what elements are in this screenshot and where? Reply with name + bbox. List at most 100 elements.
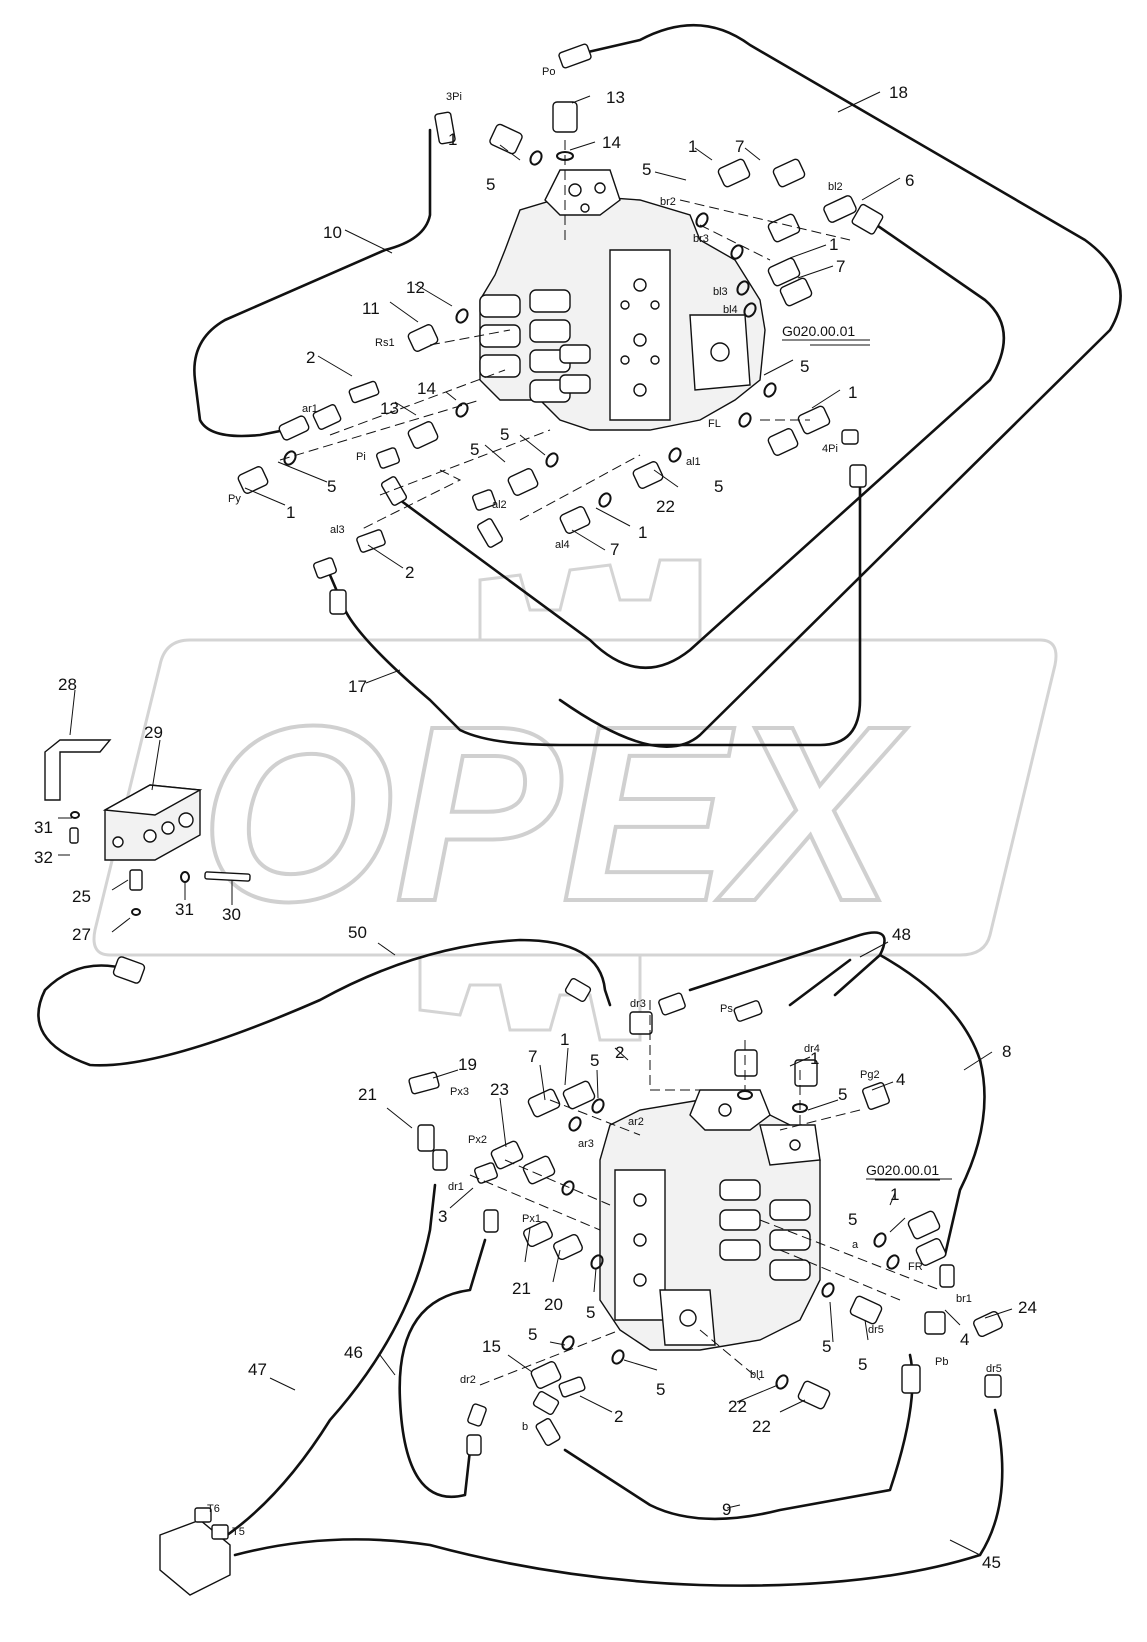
port-label: al4 <box>555 539 570 551</box>
callout-5: 1 <box>638 523 647 542</box>
port-label: al2 <box>492 499 507 511</box>
callout-22: 22 <box>752 1417 771 1436</box>
port-label: Py <box>228 493 241 505</box>
hose-48b <box>788 958 852 1007</box>
hose-8 <box>878 953 986 1257</box>
port-label: dr1 <box>448 1181 464 1193</box>
center-lines <box>279 140 941 1386</box>
port-label: 3Pi <box>446 91 462 103</box>
lower-fittings <box>159 977 1003 1596</box>
callout-7: 7 <box>528 1047 537 1066</box>
callout-14: 14 <box>602 133 621 152</box>
port-label: a <box>852 1239 859 1251</box>
callout-32: 32 <box>34 848 53 867</box>
hose-9 <box>563 1353 914 1521</box>
callout-5: 5 <box>848 1210 857 1229</box>
callout-48: 48 <box>892 925 911 944</box>
callout-5: 5 <box>714 477 723 496</box>
callout-7: 7 <box>610 540 619 559</box>
lower-valve-reference: G020.00.01 <box>866 1162 939 1178</box>
callout-12: 12 <box>406 278 425 297</box>
callout-14: 14 <box>417 379 436 398</box>
port-label: Pg2 <box>860 1069 880 1081</box>
callout-17: 17 <box>348 677 367 696</box>
callout-4: 4 <box>896 1070 905 1089</box>
hose-46 <box>398 1238 487 1498</box>
upper-valve-reference: G020.00.01 <box>782 323 855 339</box>
callout-5: 5 <box>656 1380 665 1399</box>
callout-4: 4 <box>960 1330 969 1349</box>
callout-5: 5 <box>528 1325 537 1344</box>
port-label: br3 <box>693 233 709 245</box>
port-label: Pb <box>935 1356 948 1368</box>
hose-50 <box>37 938 612 1067</box>
callout-21: 21 <box>358 1085 377 1104</box>
callout-46: 46 <box>344 1343 363 1362</box>
callout-27: 27 <box>72 925 91 944</box>
callout-13: 13 <box>380 399 399 418</box>
watermark-text: OPEX <box>200 674 908 953</box>
hose-6 <box>398 215 1006 670</box>
callout-1: 1 <box>286 503 295 522</box>
callout-1: 1 <box>848 383 857 402</box>
callout-1: 1 <box>890 1185 899 1204</box>
port-label: dr5 <box>868 1324 884 1336</box>
callout-9: 9 <box>722 1500 731 1519</box>
callout-11: 11 <box>362 299 380 318</box>
port-label: Px2 <box>468 1134 487 1146</box>
lower-control-valve <box>599 1089 821 1351</box>
callout-5: 5 <box>838 1085 847 1104</box>
port-label: 4Pi <box>822 443 838 455</box>
callout-2: 2 <box>614 1407 623 1426</box>
callout-2: 2 <box>615 1043 624 1062</box>
callout-10: 10 <box>323 223 342 242</box>
callout-18: 18 <box>889 83 908 102</box>
port-label: bl1 <box>750 1369 765 1381</box>
callout-22: 22 <box>656 497 675 516</box>
callout-1: 1 <box>560 1030 569 1049</box>
port-label: FR <box>908 1261 923 1273</box>
port-label: T6 <box>207 1503 220 1515</box>
port-label: br1 <box>956 1293 972 1305</box>
port-label: Ps <box>720 1003 733 1015</box>
port-label: T5 <box>232 1526 245 1538</box>
callout-5: 5 <box>590 1051 599 1070</box>
callout-5: 5 <box>500 425 509 444</box>
port-label: b <box>522 1421 528 1433</box>
port-label: Po <box>542 66 555 78</box>
callout-20: 20 <box>544 1295 563 1314</box>
callout-15: 15 <box>482 1337 501 1356</box>
callout-47: 47 <box>248 1360 267 1379</box>
port-labels: 3Pi Po br2 br3 bl2 bl3 bl4 Rs1 ar1 Py Pi… <box>207 66 1002 1538</box>
port-label: dr2 <box>460 1374 476 1386</box>
hose-10 <box>193 128 432 438</box>
port-label: ar1 <box>302 403 318 415</box>
callout-5: 5 <box>822 1337 831 1356</box>
port-label: dr5 <box>986 1363 1002 1375</box>
callout-21: 21 <box>512 1279 531 1298</box>
port-label: Rs1 <box>375 337 395 349</box>
callout-5: 5 <box>327 477 336 496</box>
callout-29: 29 <box>144 723 163 742</box>
callout-1: 1 <box>810 1049 819 1068</box>
hose-45 <box>233 1408 1004 1587</box>
callout-5: 5 <box>800 357 809 376</box>
callout-1: 5 <box>470 440 479 459</box>
port-label: dr4 <box>804 1043 820 1055</box>
callout-8: 8 <box>1002 1042 1011 1061</box>
port-label: ar3 <box>578 1138 594 1150</box>
callout-1: 5 <box>858 1355 867 1374</box>
callout-6: 6 <box>905 171 914 190</box>
callout-3: 3 <box>438 1207 447 1226</box>
port-label: FL <box>708 418 721 430</box>
port-label: br2 <box>660 196 676 208</box>
callout-45: 45 <box>982 1553 1001 1572</box>
port-label: Px1 <box>522 1213 541 1225</box>
upper-control-valve <box>479 169 766 431</box>
callout-50: 50 <box>348 923 367 942</box>
callout-7: 7 <box>735 137 744 156</box>
callout-31: 31 <box>175 900 194 919</box>
port-label: ar2 <box>628 1116 644 1128</box>
port-label: bl4 <box>723 304 738 316</box>
